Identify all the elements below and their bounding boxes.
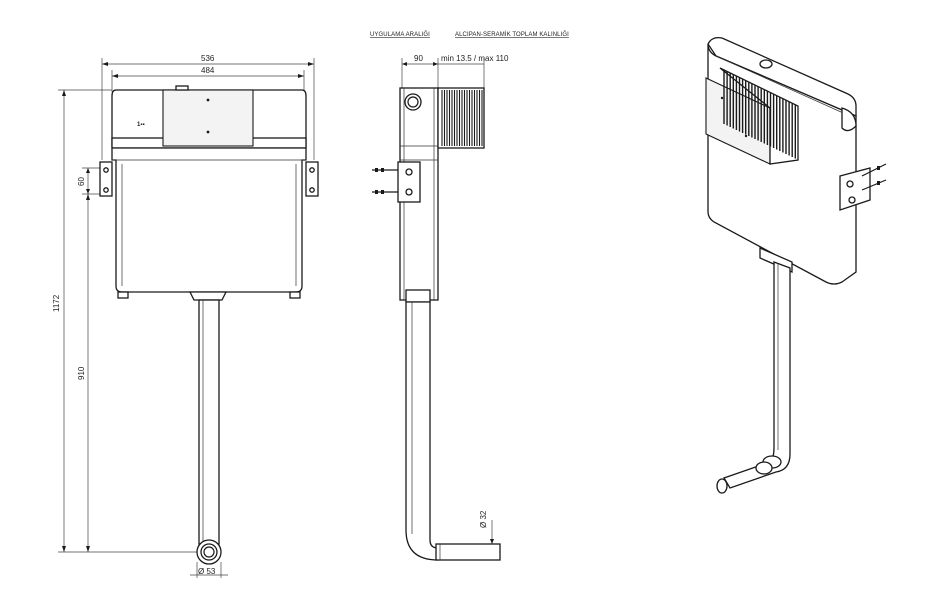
outlet-diameter-text: Ø 53: [198, 567, 216, 576]
isometric-view: [705, 36, 887, 494]
left-mounting-bracket: [99, 161, 113, 197]
height-910-text: 910: [77, 366, 86, 380]
brand-logo: 1▪▪: [137, 122, 145, 128]
front-panel: [162, 89, 254, 147]
iso-mounting-bracket: [839, 163, 887, 211]
bracket-60-text: 60: [77, 177, 86, 186]
width-dimension-484: 484: [111, 66, 305, 92]
width-536-text: 536: [201, 54, 215, 63]
height-dimension-1172: 1172: [52, 89, 200, 553]
flush-pipe: [198, 299, 220, 545]
width-484-text: 484: [201, 66, 215, 75]
front-view: 536 484 1172 910: [52, 54, 319, 578]
side-mounting-bracket: [372, 161, 421, 203]
side-flush-pipe: [405, 301, 439, 561]
depth-dimension-90: 90: [401, 54, 439, 90]
iso-top-face: [707, 36, 857, 117]
application-range-label: UYGULAMA ARALIĞI: [370, 31, 430, 38]
side-view: 90 min 13.5 / max 110: [372, 54, 509, 561]
right-mounting-bracket: [305, 161, 319, 197]
wall-thickness-label: ALCIPAN-SERAMİK TOPLAM KALINLIĞI: [455, 31, 569, 38]
wall-range-dimension: min 13.5 / max 110: [438, 54, 509, 90]
width-dimension-536: 536: [101, 54, 315, 160]
cistern-tank: [111, 147, 307, 293]
iso-flush-pipe: [723, 261, 791, 489]
pipe-diameter-text: Ø 32: [479, 510, 488, 528]
wall-range-text: min 13.5 / max 110: [441, 54, 509, 63]
depth-90-text: 90: [414, 54, 423, 63]
iso-push-panel: [705, 67, 799, 165]
pipe-outlet: [196, 539, 222, 565]
height-1172-text: 1172: [52, 294, 61, 312]
height-dimension-910: 910: [77, 194, 90, 552]
push-button-bellows: [437, 87, 485, 149]
